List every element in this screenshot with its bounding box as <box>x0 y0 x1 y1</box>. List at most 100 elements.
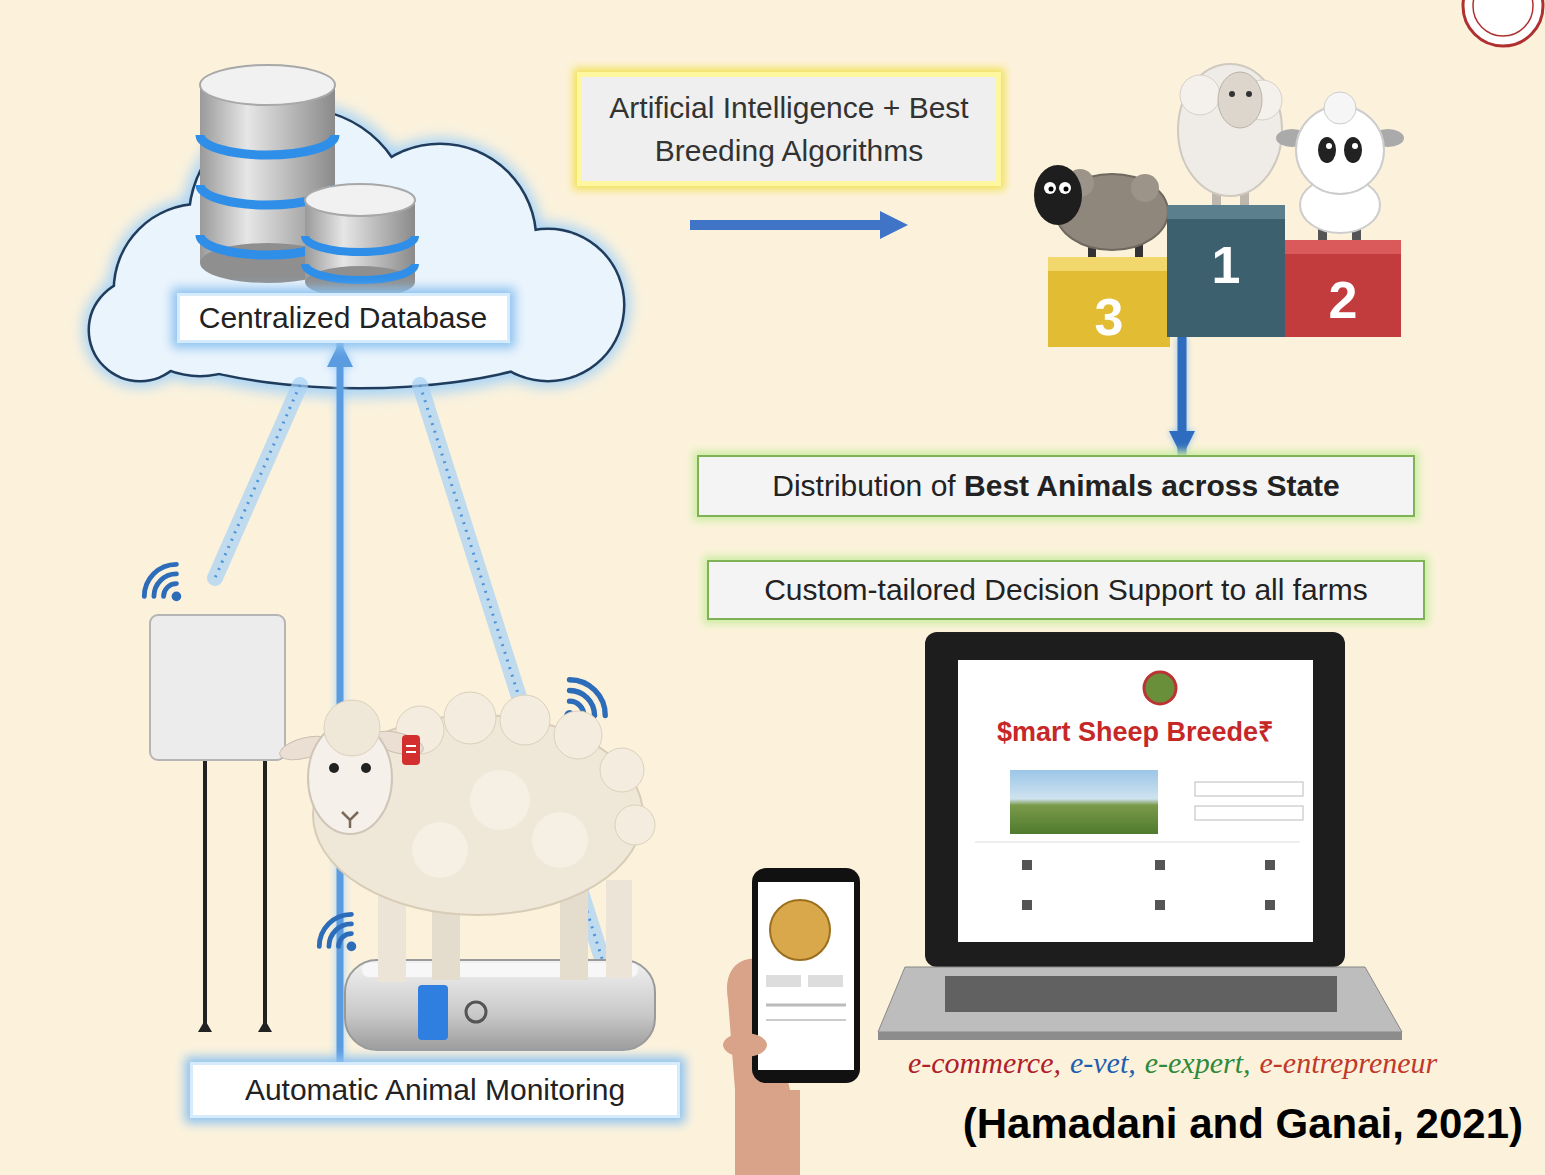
service-label: e-vet, <box>1070 1046 1136 1080</box>
sheep-eye <box>1318 137 1336 163</box>
sheep-eye-shine <box>1326 143 1332 149</box>
scale-display <box>418 985 448 1040</box>
sheep-body <box>1178 64 1282 196</box>
reader-pole <box>203 760 207 1032</box>
logo <box>1463 0 1543 46</box>
sheep-eye-shine <box>1352 143 1358 149</box>
sheep-pupil <box>1049 187 1054 192</box>
app-icon <box>1155 860 1165 870</box>
sheep-wool <box>500 695 550 745</box>
sheep-leg <box>606 880 632 978</box>
logo-ring <box>1473 0 1533 36</box>
sheep-wool <box>1180 75 1220 115</box>
service-row: e-commerce,e-vet,e-expert,e-entrepreneur <box>908 1046 1437 1080</box>
ear-tag <box>402 735 420 765</box>
phone-body <box>752 868 860 1083</box>
laptop-bezel <box>925 632 1345 967</box>
service-label: e-entrepreneur <box>1260 1046 1438 1080</box>
node-text: Best Animals across State <box>964 469 1340 503</box>
service-label: e-commerce, <box>908 1046 1061 1080</box>
sheep-eye <box>1246 91 1252 97</box>
wifi-icon <box>144 564 181 601</box>
pole-foot <box>198 1020 212 1032</box>
sheep-nose <box>342 812 358 828</box>
node-text: 3 <box>1095 287 1124 347</box>
sheep-wool <box>600 748 644 792</box>
info-box: Distribution ofBest Animals across State <box>697 455 1415 517</box>
podium-block: 3 <box>1048 257 1170 347</box>
sheep-head <box>1218 72 1262 128</box>
laptop-screen <box>958 660 1313 942</box>
sheep-eye <box>1229 91 1235 97</box>
node-text: Automatic Animal Monitoring <box>245 1073 625 1107</box>
node-text: 2 <box>1329 270 1358 330</box>
cloud-part <box>90 280 190 380</box>
app-icon <box>1022 900 1032 910</box>
phone <box>723 868 860 1175</box>
cylinder-top <box>200 65 335 105</box>
sheep <box>277 692 655 982</box>
sheep-wool <box>1131 174 1159 202</box>
node-text: 1 <box>1212 235 1241 295</box>
beam-line <box>215 385 300 578</box>
phone-line <box>766 1019 846 1021</box>
database-label: Centralized Database <box>177 293 510 343</box>
cloud-fill <box>90 110 623 387</box>
laptop-keyboard <box>945 976 1337 1012</box>
database-cylinder <box>305 184 415 298</box>
sheep-eye <box>1059 182 1071 194</box>
wrist <box>735 1090 800 1175</box>
phone-field <box>808 975 843 987</box>
phone-line <box>766 1004 846 1007</box>
sheep-third <box>1034 165 1168 258</box>
ear-tag-mark <box>406 745 416 747</box>
app-coin <box>770 900 830 960</box>
node-text: Artificial Intelligence + Best Breeding … <box>604 86 974 173</box>
monitor-label: Automatic Animal Monitoring <box>190 1062 680 1118</box>
flow-arrow <box>1178 337 1187 455</box>
arrow-shaft <box>690 220 884 230</box>
sheep-wool <box>615 805 655 845</box>
sheep-eye <box>1344 137 1362 163</box>
node-text: Centralized Database <box>199 301 488 335</box>
ear-tag-mark <box>406 751 416 753</box>
sheep-wool <box>444 692 496 744</box>
sheep-eye <box>361 763 371 773</box>
node-text: Custom-tailored Decision Support to all … <box>764 573 1368 607</box>
cloud-glow <box>83 102 630 397</box>
sheep-wool <box>412 822 468 878</box>
cylinder-top <box>305 184 415 216</box>
laptop <box>878 632 1402 1040</box>
app-icon <box>1265 860 1275 870</box>
sheep-wool <box>1324 92 1356 124</box>
app-icon <box>1022 860 1032 870</box>
sheep-second <box>1276 92 1404 242</box>
laptop-edge <box>878 1032 1402 1040</box>
sheep-eye <box>1044 182 1056 194</box>
app-title: $mart Sheep Breede₹ <box>997 712 1273 749</box>
beam-glow <box>215 385 300 578</box>
scale-button <box>466 1002 486 1022</box>
rfid-reader <box>150 615 285 760</box>
sheep-first <box>1178 64 1282 207</box>
podium-block: 2 <box>1285 240 1401 337</box>
form-field <box>1195 782 1303 796</box>
pole-foot <box>258 1020 272 1032</box>
form-field <box>1195 806 1303 820</box>
cloud-outline <box>90 110 623 387</box>
caption: (Hamadani and Ganai, 2021) <box>963 1100 1523 1148</box>
app-logo <box>1144 672 1176 704</box>
arrow-head-art <box>880 211 908 239</box>
phone-screen <box>758 882 854 1070</box>
finger <box>723 1033 767 1057</box>
sheep-head <box>1034 165 1082 225</box>
app-photo <box>1010 770 1158 834</box>
cylinder-band <box>305 236 415 280</box>
divider <box>975 842 1300 843</box>
laptop-base <box>878 967 1402 1032</box>
sheep-wool <box>324 700 380 756</box>
app-icon <box>1265 900 1275 910</box>
sheep-pupil <box>1064 187 1069 192</box>
reader-pole <box>263 760 267 1032</box>
